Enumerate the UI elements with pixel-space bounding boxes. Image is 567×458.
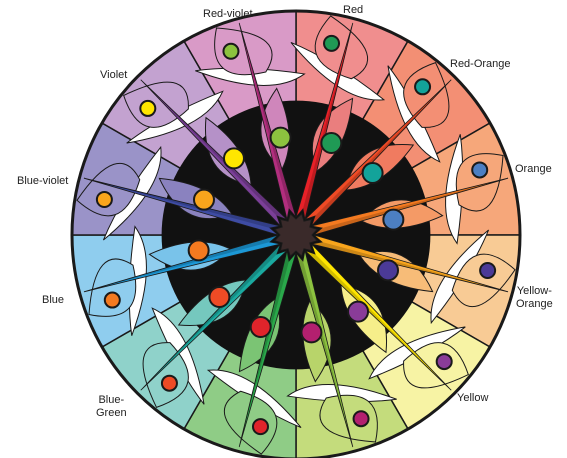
inner-dot-yellow-green — [301, 322, 321, 342]
label-blue: Blue — [42, 294, 64, 307]
label-blue-green: Blue- Green — [96, 394, 127, 420]
inner-dot-green — [251, 317, 271, 337]
outer-dot-red-orange — [415, 79, 430, 94]
outer-dot-green — [253, 419, 268, 434]
inner-dot-yellow-orange — [378, 260, 398, 280]
outer-dot-blue-violet — [97, 192, 112, 207]
outer-dot-red-violet — [223, 44, 238, 59]
label-yellow-orange-line-1: Yellow- — [516, 285, 553, 298]
inner-dot-orange — [383, 210, 403, 230]
inner-dot-red-violet — [271, 128, 291, 148]
label-yellow: Yellow — [457, 392, 488, 405]
inner-dot-blue-green — [209, 287, 229, 307]
outer-dot-violet — [140, 101, 155, 116]
wheel-hub — [275, 214, 318, 257]
inner-dot-red-orange — [363, 163, 383, 183]
outer-dot-yellow — [437, 354, 452, 369]
inner-dot-yellow — [348, 302, 368, 322]
inner-dot-blue-violet — [194, 190, 214, 210]
outer-dot-yellow-orange — [480, 263, 495, 278]
label-yellow-orange: Yellow- Orange — [516, 285, 553, 311]
label-blue-green-line-2: Green — [96, 407, 127, 420]
outer-dot-blue — [105, 293, 120, 308]
label-blue-green-line-1: Blue- — [96, 394, 127, 407]
label-red: Red — [343, 4, 363, 17]
outer-dot-blue-green — [162, 376, 177, 391]
inner-dot-red — [321, 133, 341, 153]
label-yellow-orange-line-2: Orange — [516, 298, 553, 311]
inner-dot-violet — [224, 148, 244, 168]
label-violet: Violet — [100, 69, 127, 82]
label-orange: Orange — [515, 163, 552, 176]
label-red-orange: Red-Orange — [450, 58, 511, 71]
label-red-violet: Red-violet — [203, 8, 253, 21]
inner-dot-blue — [189, 240, 209, 260]
label-blue-violet: Blue-violet — [17, 175, 68, 188]
outer-dot-yellow-green — [354, 411, 369, 426]
outer-dot-orange — [472, 162, 487, 177]
outer-dot-red — [324, 36, 339, 51]
